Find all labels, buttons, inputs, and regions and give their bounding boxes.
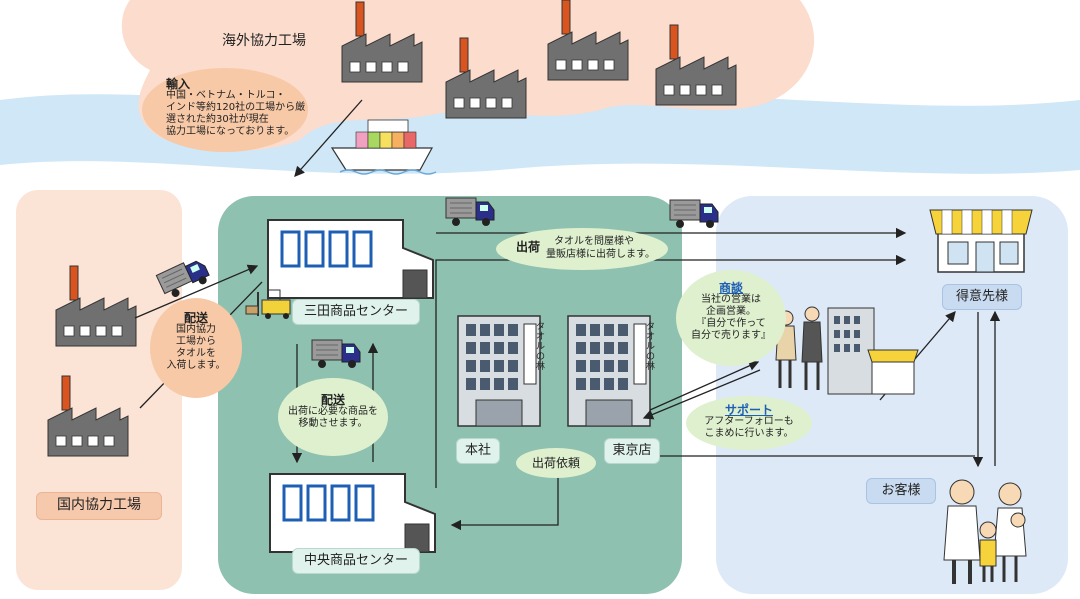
support-line-2: こまめに行います。 <box>704 428 794 439</box>
import-line-4: 協力工場になっております。 <box>166 126 295 137</box>
tokyo-branch-sign: タオルの林 <box>646 322 656 372</box>
customers-label: お客様 <box>866 478 936 504</box>
shipping-line-1: タオルを問屋様や <box>554 236 634 247</box>
customer-family-icon <box>943 479 1027 584</box>
head-office-label: 本社 <box>456 438 500 464</box>
domestic-delivery-line-1: 国内協力 <box>176 324 216 335</box>
domestic-delivery-title: 配送 <box>183 311 208 325</box>
internal-delivery-line-1: 出荷に必要な商品を <box>288 406 378 417</box>
support-line-1: アフターフォローも <box>704 416 794 427</box>
sanda-center-label: 三田商品センター <box>292 299 420 325</box>
forklift-icon <box>245 289 291 319</box>
import-title: 輸入 <box>166 77 191 91</box>
cargo-ship-icon <box>330 119 437 175</box>
internal-delivery-title: 配送 <box>320 393 345 407</box>
import-bubble: 輸入 中国・ベトナム・トルコ・ インド等約120社の工場から厳 選された約30社… <box>142 68 308 152</box>
domestic-delivery-line-4: 入荷します。 <box>166 360 226 371</box>
negotiation-bubble: 商談 当社の営業は 企画営業。 『自分で作って 自分で売ります』 <box>676 270 786 366</box>
shipping-truck-2-icon <box>669 199 719 229</box>
import-line-3: 選された約30社が現在 <box>166 114 269 125</box>
store-icon <box>929 209 1033 273</box>
import-line-2: インド等約120社の工場から厳 <box>166 102 306 113</box>
shipping-request-bubble: 出荷依頼 <box>516 448 596 478</box>
internal-delivery-line-2: 移動させます。 <box>298 418 368 429</box>
head-office-building <box>457 315 541 427</box>
head-office-sign: タオルの林 <box>536 322 546 372</box>
import-line-1: 中国・ベトナム・トルコ・ <box>166 90 286 101</box>
internal-delivery-bubble: 配送 出荷に必要な商品を 移動させます。 <box>278 378 388 456</box>
domestic-delivery-line-2: 工場から <box>176 336 216 347</box>
tokyo-branch-building <box>567 315 651 427</box>
tokyo-branch-label: 東京店 <box>604 438 660 464</box>
domestic-delivery-line-3: タオルを <box>176 348 216 359</box>
shipping-title: 出荷 <box>516 240 541 254</box>
business-clients-label: 得意先様 <box>942 284 1022 310</box>
overseas-factories-label: 海外協力工場 <box>222 33 306 49</box>
business-meeting-icon <box>775 306 919 395</box>
domestic-delivery-bubble: 配送 国内協力 工場から タオルを 入荷します。 <box>150 298 242 398</box>
shipping-line-2: 量販店様に出荷します。 <box>546 249 655 260</box>
support-bubble: サポート アフターフォローも こまめに行います。 <box>686 396 812 450</box>
negotiation-title: 商談 <box>718 281 743 295</box>
negotiation-line-2: 企画営業。 <box>706 306 756 317</box>
negotiation-line-1: 当社の営業は <box>701 294 761 305</box>
shipping-bubble: 出荷 タオルを問屋様や 量販店様に出荷します。 <box>496 228 668 270</box>
negotiation-line-3: 『自分で作って <box>696 318 766 329</box>
negotiation-line-4: 自分で売ります』 <box>691 330 771 341</box>
domestic-factories-label: 国内協力工場 <box>36 492 162 520</box>
support-title: サポート <box>724 403 773 417</box>
chuo-center-label: 中央商品センター <box>292 548 420 574</box>
